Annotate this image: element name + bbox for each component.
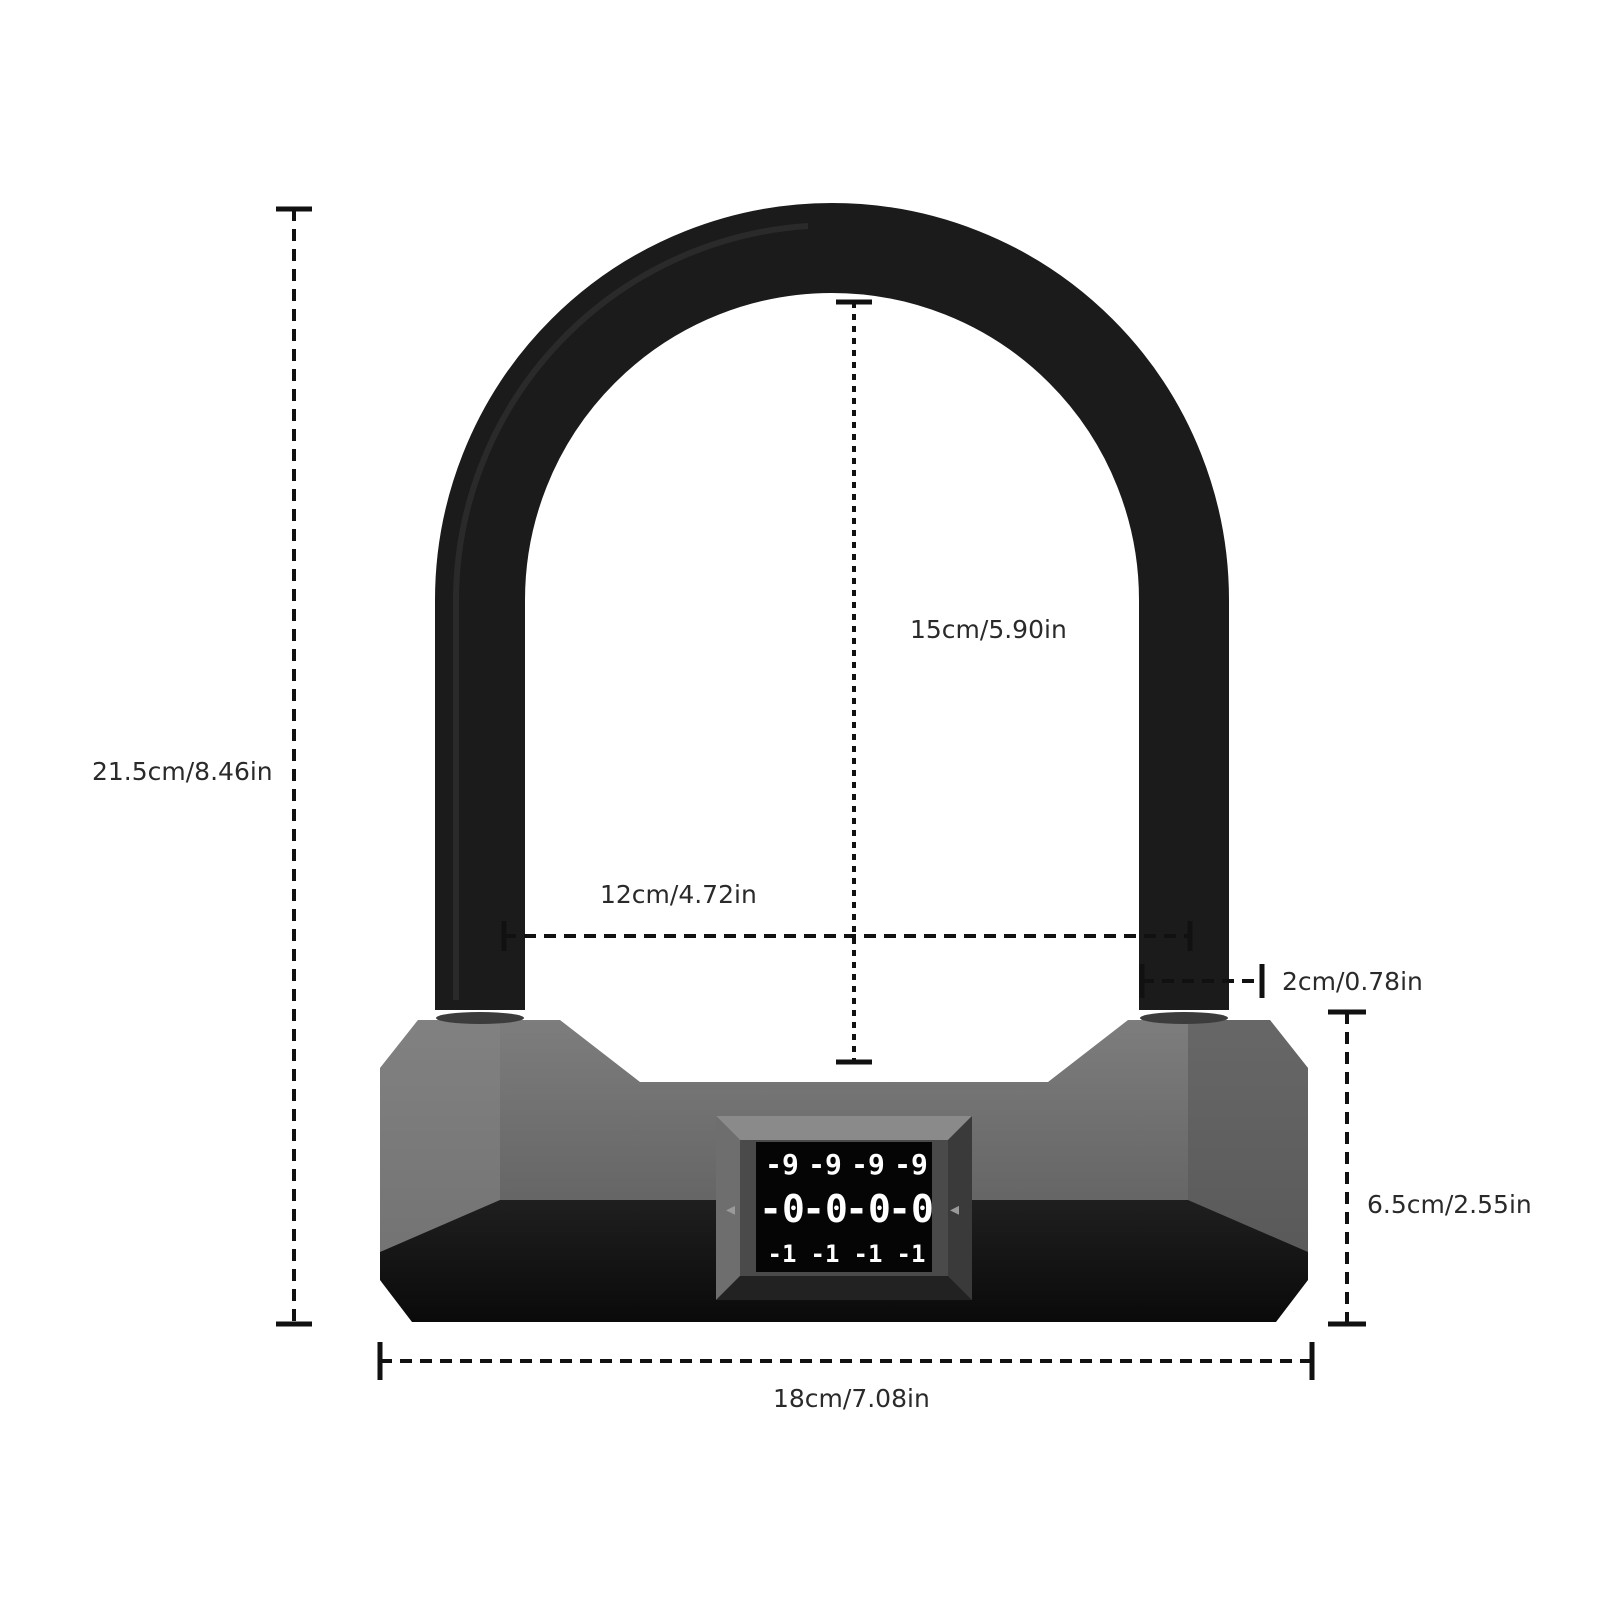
- body-height-label: 6.5cm/2.55in: [1367, 1190, 1532, 1219]
- dial-wheel-2[interactable]: -9 -0 -1: [802, 1148, 848, 1268]
- left-arrow-icon: ◂: [726, 1199, 735, 1220]
- dial-digit: -9: [765, 1148, 799, 1181]
- dial-digit: -9: [894, 1148, 928, 1181]
- dimension-inner-height: 15cm/5.90in: [836, 299, 1067, 1065]
- dial-digit: -9: [851, 1148, 885, 1181]
- dial-digit: -0: [759, 1187, 805, 1231]
- dial-digit: -1: [768, 1240, 797, 1268]
- dial-digit: -9: [808, 1148, 842, 1181]
- dimension-total-width: 18cm/7.08in: [377, 1342, 1315, 1413]
- dial-digit: -1: [811, 1240, 840, 1268]
- dimension-inner-width: 12cm/4.72in: [501, 880, 1193, 951]
- dial-digit: -1: [897, 1240, 926, 1268]
- dimension-shackle-diameter: 2cm/0.78in: [1139, 964, 1423, 998]
- dimension-total-height: 21.5cm/8.46in: [92, 206, 312, 1327]
- combination-dial: ◂ ◂ -9 -0 -1 -9 -0 -1 -9 -0 -1 -9 -0 -1: [716, 1116, 972, 1300]
- shackle-diameter-label: 2cm/0.78in: [1282, 967, 1423, 996]
- dial-digit: -0: [802, 1187, 848, 1231]
- dial-wheel-4[interactable]: -9 -0 -1: [888, 1148, 934, 1268]
- right-arrow-icon: ◂: [950, 1199, 959, 1220]
- total-width-label: 18cm/7.08in: [773, 1384, 930, 1413]
- shackle: [435, 203, 1229, 1010]
- inner-height-label: 15cm/5.90in: [910, 615, 1067, 644]
- dimension-body-height: 6.5cm/2.55in: [1328, 1009, 1532, 1327]
- dial-wheel-1[interactable]: -9 -0 -1: [759, 1148, 805, 1268]
- inner-width-label: 12cm/4.72in: [600, 880, 757, 909]
- total-height-label: 21.5cm/8.46in: [92, 757, 273, 786]
- dial-wheel-3[interactable]: -9 -0 -1: [845, 1148, 891, 1268]
- dial-digit: -1: [854, 1240, 883, 1268]
- dial-digit: -0: [845, 1187, 891, 1231]
- dial-digit: -0: [888, 1187, 934, 1231]
